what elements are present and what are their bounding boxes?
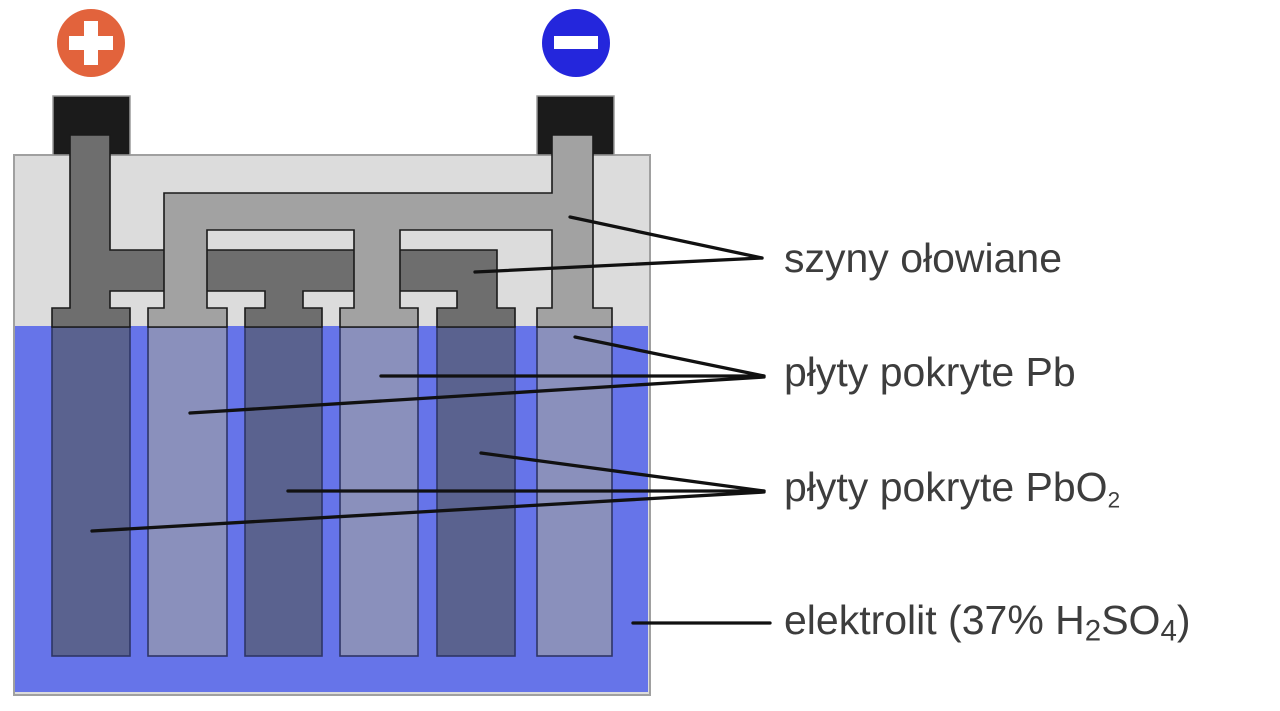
leader-lines-busbars [473, 215, 764, 274]
label-electrolyte-text-3: ) [1176, 597, 1191, 643]
minus-icon [554, 36, 598, 49]
plate-pb-2 [147, 326, 228, 657]
busbar-negative [147, 134, 613, 328]
label-electrolyte-subscript-1: 2 [1084, 614, 1102, 648]
label-pbo2-plates-text: płyty pokryte PbO [784, 464, 1108, 510]
leader-pbo2-plate-5 [479, 451, 766, 493]
plus-icon-vertical [84, 21, 98, 65]
leader-busbar-negative [568, 215, 764, 260]
leader-busbar-positive [473, 256, 764, 274]
label-pbo2-subscript: 2 [1107, 487, 1121, 513]
plate-pbo2-1 [51, 326, 131, 657]
label-busbars: szyny ołowiane [784, 236, 1062, 280]
label-electrolyte: elektrolit (37% H2SO4) [784, 598, 1191, 653]
label-pb-plates-text: płyty pokryte Pb [784, 349, 1076, 395]
negative-terminal-icon [542, 9, 610, 77]
leader-lines-pb-plates [188, 335, 766, 415]
label-pbo2-plates: płyty pokryte PbO2 [784, 465, 1120, 522]
leader-pb-plate-6 [573, 335, 766, 378]
positive-terminal-icon [57, 9, 125, 77]
label-busbars-text: szyny ołowiane [784, 235, 1063, 281]
leader-pb-plate-2 [188, 375, 766, 415]
label-electrolyte-text-2: SO [1101, 597, 1161, 643]
label-electrolyte-text-1: elektrolit (37% H [784, 597, 1085, 643]
leader-lines-pbo2-plates [90, 451, 766, 533]
label-pb-plates: płyty pokryte Pb [784, 350, 1076, 394]
leader-pbo2-plate-1 [90, 490, 766, 533]
label-electrolyte-subscript-2: 4 [1160, 614, 1177, 648]
